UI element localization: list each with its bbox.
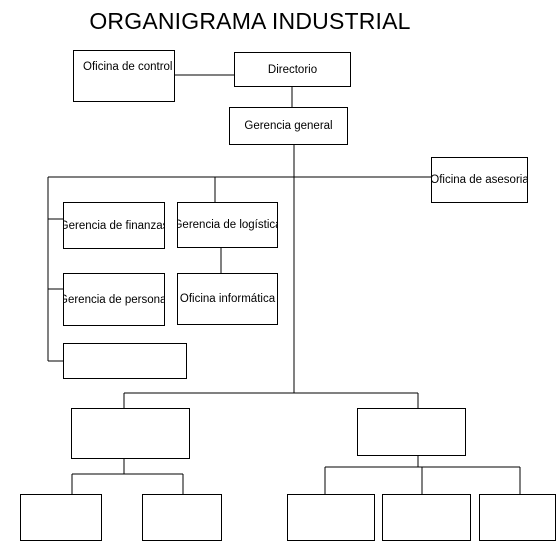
node-gerencia-logistica: Gerencia de logística — [177, 202, 278, 248]
node-empty-bottom-right-2 — [382, 494, 471, 541]
node-gerencia-general: Gerencia general — [229, 107, 348, 145]
node-empty-bottom-left-1 — [20, 494, 102, 541]
node-empty-bottom-right-1 — [287, 494, 375, 541]
node-oficina-control: Oficina de control — [73, 50, 175, 102]
node-empty-mid-right — [357, 408, 466, 456]
node-gerencia-personal: Gerencia de personal — [63, 273, 165, 326]
node-directorio: Directorio — [234, 52, 351, 87]
node-oficina-informatica: Oficina informática — [177, 273, 278, 325]
node-empty-mid-left — [71, 408, 190, 459]
node-empty-bottom-right-3 — [479, 494, 556, 541]
node-oficina-asesoria: Oficina de asesoria — [431, 157, 528, 203]
node-empty-left — [63, 343, 187, 379]
node-empty-bottom-left-2 — [142, 494, 222, 541]
chart-title: ORGANIGRAMA INDUSTRIAL — [89, 8, 411, 34]
node-gerencia-finanzas: Gerencia de finanzas — [63, 202, 165, 249]
